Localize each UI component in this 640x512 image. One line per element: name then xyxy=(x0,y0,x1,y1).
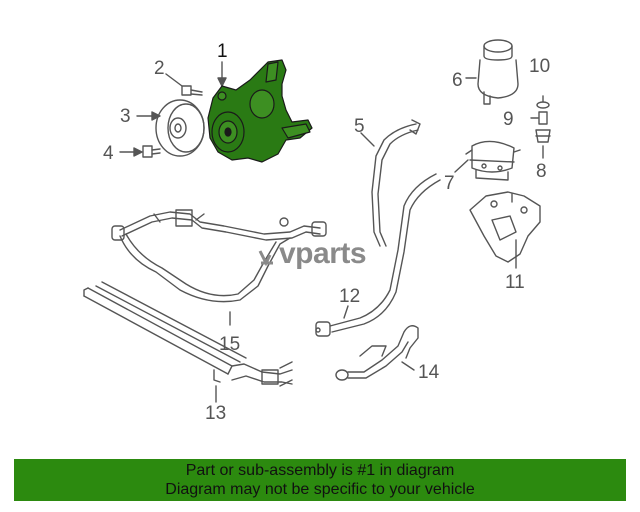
watermark-logo: vparts xyxy=(258,236,367,272)
power-steering-pump-part-1 xyxy=(207,59,313,163)
hose-part-14 xyxy=(335,325,419,381)
pulley-part-3 xyxy=(155,99,205,157)
washer-part-10 xyxy=(536,101,550,109)
callout-1: 1 xyxy=(217,41,228,62)
watermark-text: vparts xyxy=(279,237,367,270)
footer-banner: Part or sub-assembly is #1 in diagram Di… xyxy=(14,459,626,501)
banner-line-2: Diagram may not be specific to your vehi… xyxy=(165,481,475,498)
banner-line-1: Part or sub-assembly is #1 in diagram xyxy=(185,462,455,479)
callout-6: 6 xyxy=(452,70,463,91)
hose-part-5 xyxy=(371,119,421,247)
callout-5: 5 xyxy=(354,116,365,137)
callout-13: 13 xyxy=(205,403,227,424)
bolt-part-2 xyxy=(181,85,203,96)
callout-15: 15 xyxy=(219,334,241,355)
callout-4: 4 xyxy=(103,143,114,164)
callout-12: 12 xyxy=(339,286,361,307)
leader-lines xyxy=(119,61,544,403)
callout-8: 8 xyxy=(536,161,547,182)
reservoir-part-6 xyxy=(477,39,519,105)
bolt-part-4 xyxy=(142,145,161,158)
cooler-part-13 xyxy=(83,281,293,387)
callout-10: 10 xyxy=(529,56,551,77)
callout-3: 3 xyxy=(120,106,131,127)
logo-mark-icon xyxy=(258,250,273,267)
sleeve-part-9 xyxy=(538,111,548,125)
hose-part-12 xyxy=(315,173,441,337)
pressure-hose-part-15 xyxy=(111,209,327,303)
mounting-bracket-part-11 xyxy=(469,191,541,263)
bracket-part-7 xyxy=(465,140,521,181)
callout-2: 2 xyxy=(154,58,165,79)
callout-7: 7 xyxy=(444,173,455,194)
callout-9: 9 xyxy=(503,109,514,130)
callout-11: 11 xyxy=(505,272,525,293)
callout-14: 14 xyxy=(418,362,440,383)
grommet-part-8 xyxy=(535,129,551,143)
parts-diagram xyxy=(83,39,551,403)
